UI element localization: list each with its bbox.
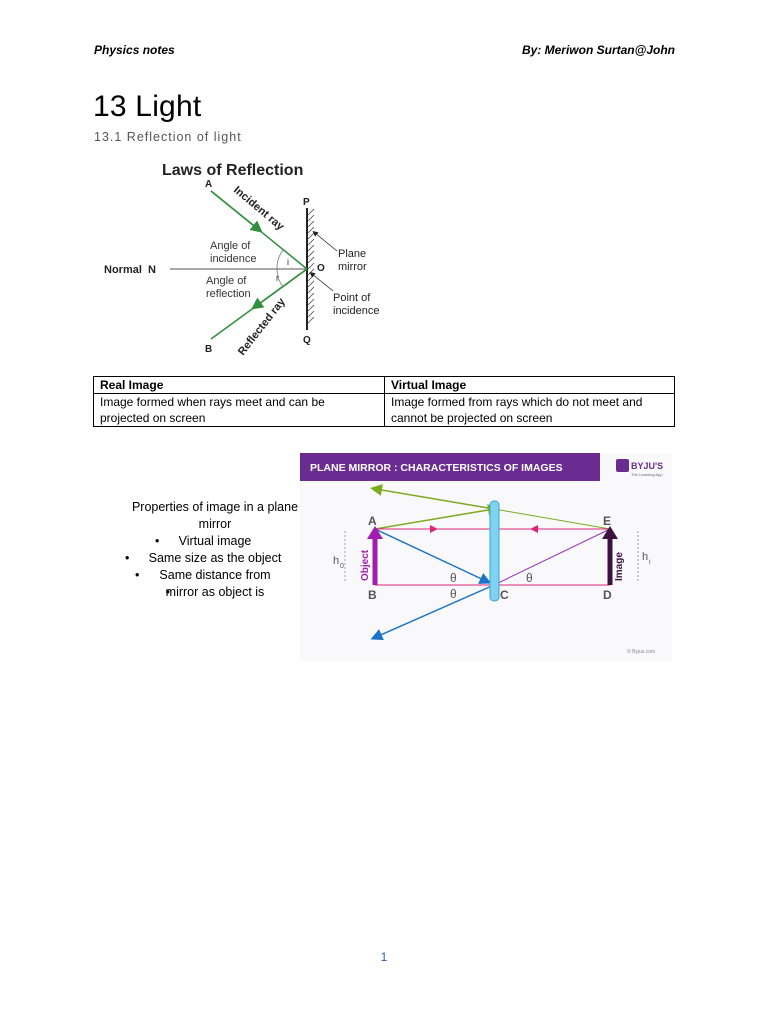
list-item-continuation: mirror as object is [100,584,330,601]
blue-reflected-ray [370,584,495,641]
angle-incidence-line1: Angle of [210,240,251,252]
reflected-ray-arrow [251,268,308,310]
angle-reflection-line2: reflection [206,288,251,300]
logo-text: BYJU'S [631,461,663,471]
section-heading: 13.1 Reflection of light [94,130,242,144]
byjus-logo-icon [616,459,629,472]
object-label: Object [360,549,371,581]
table-cell-line: projected on screen [100,411,206,425]
purple-virtual-ray [493,528,611,586]
plane-mirror-line2: mirror [338,261,367,273]
plane-mirror [489,500,500,602]
page-title: 13 Light [93,90,202,123]
table-cell-line: cannot be projected on screen [391,411,553,425]
properties-list: Properties of image in a plane mirror Vi… [100,499,330,601]
incident-ray-label: Incident ray [231,184,287,233]
hi-subscript: i [649,559,651,566]
point-o-label: O [317,263,325,274]
plane-mirror-pointer [312,230,338,252]
label-d: D [603,588,612,602]
point-b-label: B [205,344,212,355]
normal-label: Normal N [104,264,156,276]
table-cell: Image formed when rays meet and can be p… [93,393,385,427]
list-item: Same size as the object [100,550,330,567]
h0-subscript: 0 [340,563,344,570]
green-reflected-ray [370,484,495,510]
table-cell-line: Image formed when rays meet and can be [100,395,325,409]
angle-r-label: r [276,273,279,283]
image-label: Image [614,552,625,581]
table-header-row: Real Image Virtual Image [93,376,675,394]
table-cell-line: Image formed from rays which do not meet… [391,395,643,409]
point-incidence-line2: incidence [333,305,379,317]
figure2-banner-text: PLANE MIRROR : CHARACTERISTICS OF IMAGES [310,462,563,474]
angle-r-arc [276,268,284,288]
table-header-cell: Real Image [93,376,385,394]
point-incidence-pointer [309,271,334,292]
real-virtual-table: Real Image Virtual Image Image formed wh… [93,376,675,427]
angle-i-label: i [287,257,289,267]
incident-ray-arrow [210,190,263,233]
label-c: C [500,588,509,602]
header-left: Physics notes [94,43,175,57]
angle-reflection-line1: Angle of [206,275,247,287]
laws-of-reflection-figure: Laws of Reflection i r A B P Q O Inciden… [104,162,379,358]
plane-mirror-line1: Plane [338,248,366,260]
theta-label: θ [526,571,533,585]
list-item: Same distance from [100,567,330,584]
point-q-label: Q [303,335,311,346]
table-cell: Image formed from rays which do not meet… [384,393,675,427]
label-e: E [603,514,611,528]
reflected-ray-label: Reflected ray [236,295,289,358]
angle-incidence-line2: incidence [210,253,256,265]
green-extension [493,508,611,530]
properties-title-line2: mirror [198,517,232,531]
page-number: 1 [380,950,388,964]
label-b: B [368,588,377,602]
point-incidence-line1: Point of [333,292,371,304]
angle-i-arc [276,249,284,270]
logo-tagline: The Learning App [631,472,663,477]
h0-label: h [333,555,339,567]
image-arrow-head [602,526,618,539]
header-right: By: Meriwon Surtan@John [521,43,675,57]
plane-mirror-figure: PLANE MIRROR : CHARACTERISTICS OF IMAGES… [300,453,672,661]
mirror-hatching [307,208,315,324]
theta-label: θ [450,587,457,601]
blue-incident-ray [374,528,492,584]
table-row: Image formed when rays meet and can be p… [93,393,675,427]
hi-label: h [642,551,648,563]
object-arrow-head [367,526,383,539]
properties-title-line1: Properties of image in a plane [131,500,299,514]
figure2-credit: © Byjus.com [627,648,655,655]
table-header-cell: Virtual Image [384,376,675,394]
figure1-heading: Laws of Reflection [162,162,303,179]
green-incident-ray [374,504,500,530]
point-a-label: A [205,179,212,190]
figure2-banner [300,453,600,481]
theta-label: θ [450,571,457,585]
point-p-label: P [303,197,310,208]
label-a: A [368,514,377,528]
list-item: Virtual image [100,533,330,550]
